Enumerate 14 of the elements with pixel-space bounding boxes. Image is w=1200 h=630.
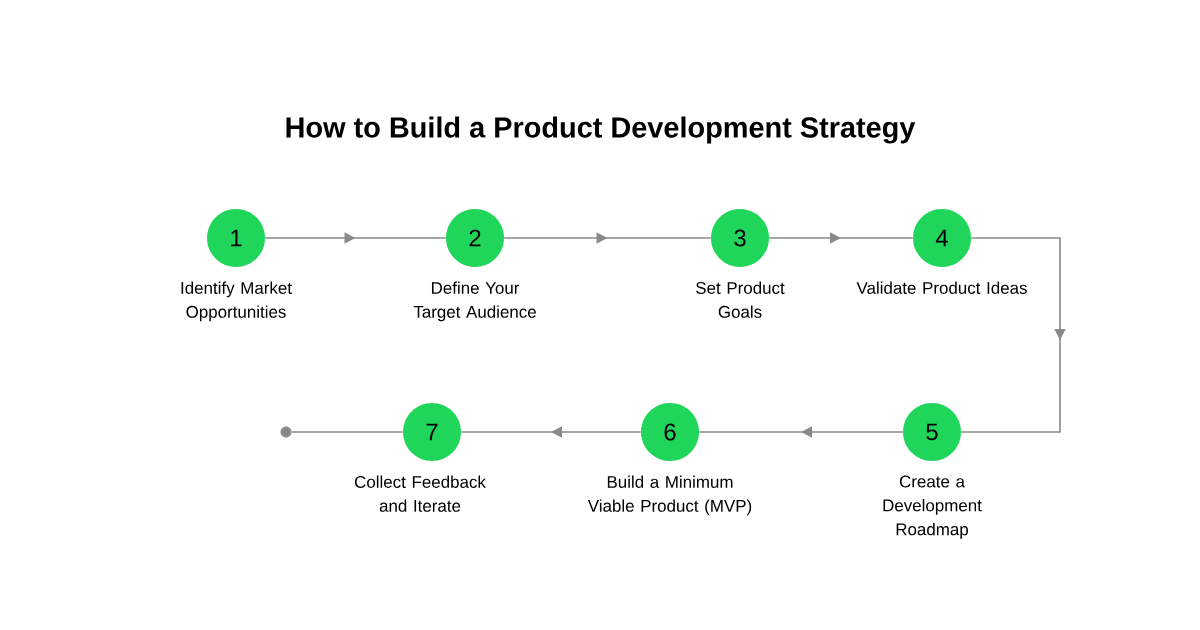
step-label: Collect Feedback and Iterate bbox=[354, 475, 486, 512]
arrow bbox=[503, 232, 712, 244]
step-label: Define Your Target Audience bbox=[413, 281, 536, 322]
arrow bbox=[960, 237, 1066, 433]
arrow bbox=[698, 426, 904, 438]
arrow bbox=[264, 232, 447, 244]
step-label: Build a Minimum Viable Product (MVP) bbox=[587, 475, 752, 516]
step-label: Identify Market Opportunities bbox=[181, 281, 292, 322]
title: How to Build a Product Development Strategy bbox=[286, 116, 916, 144]
arrow bbox=[768, 232, 914, 244]
arrow bbox=[460, 426, 642, 438]
step-label: Set Product Goals bbox=[696, 281, 785, 318]
step-label: Create a Development Roadmap bbox=[883, 475, 982, 539]
step-label: Validate Product Ideas bbox=[856, 281, 1027, 294]
